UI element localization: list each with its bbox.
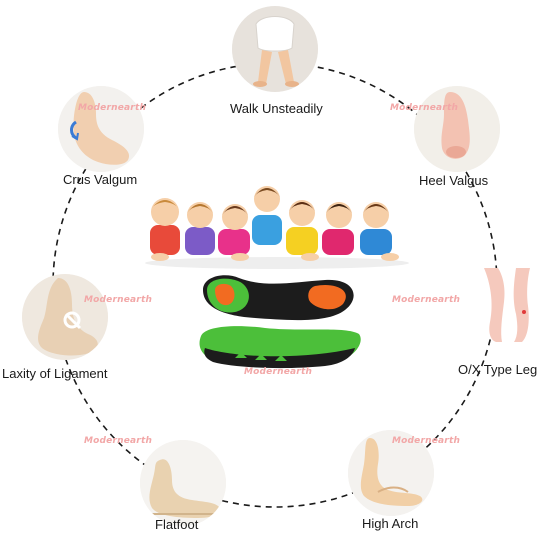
label-flatfoot: Flatfoot [155,517,199,532]
legs-icon [484,268,530,342]
watermark: Modernearth [84,295,153,305]
label-high-arch: High Arch [362,516,419,531]
insole-product-photo [199,275,361,369]
label-ox-type-leg: O/X Type Leg [458,362,538,377]
label-crus-valgum: Crus Valgum [63,172,138,187]
walk-unsteadily-image [232,6,318,92]
watermark: Modernearth [78,103,147,113]
watermark: Modernearth [392,295,461,305]
watermark: Modernearth [84,436,153,446]
flat-foot-icon [140,440,226,526]
flatfoot-image [140,440,226,526]
foot-valgum-icon [58,86,144,172]
watermark: Modernearth [390,103,459,113]
high-arch-foot-icon [348,430,434,516]
children-photo [145,186,409,269]
ankle-ligament-icon [22,274,108,360]
toddler-legs-icon [232,6,318,92]
label-walk-unsteadily: Walk Unsteadily [230,101,323,116]
heel-valgus-image [414,86,500,172]
heel-icon [414,86,500,172]
laxity-of-ligament-image [22,274,108,360]
label-heel-valgus: Heel Valgus [419,173,489,188]
crus-valgum-image [58,86,144,172]
ox-type-leg-image [468,262,550,348]
watermark: Modernearth [244,367,313,377]
high-arch-image [348,430,434,516]
watermark: Modernearth [392,436,461,446]
label-laxity-of-ligament: Laxity of Ligament [2,366,108,381]
